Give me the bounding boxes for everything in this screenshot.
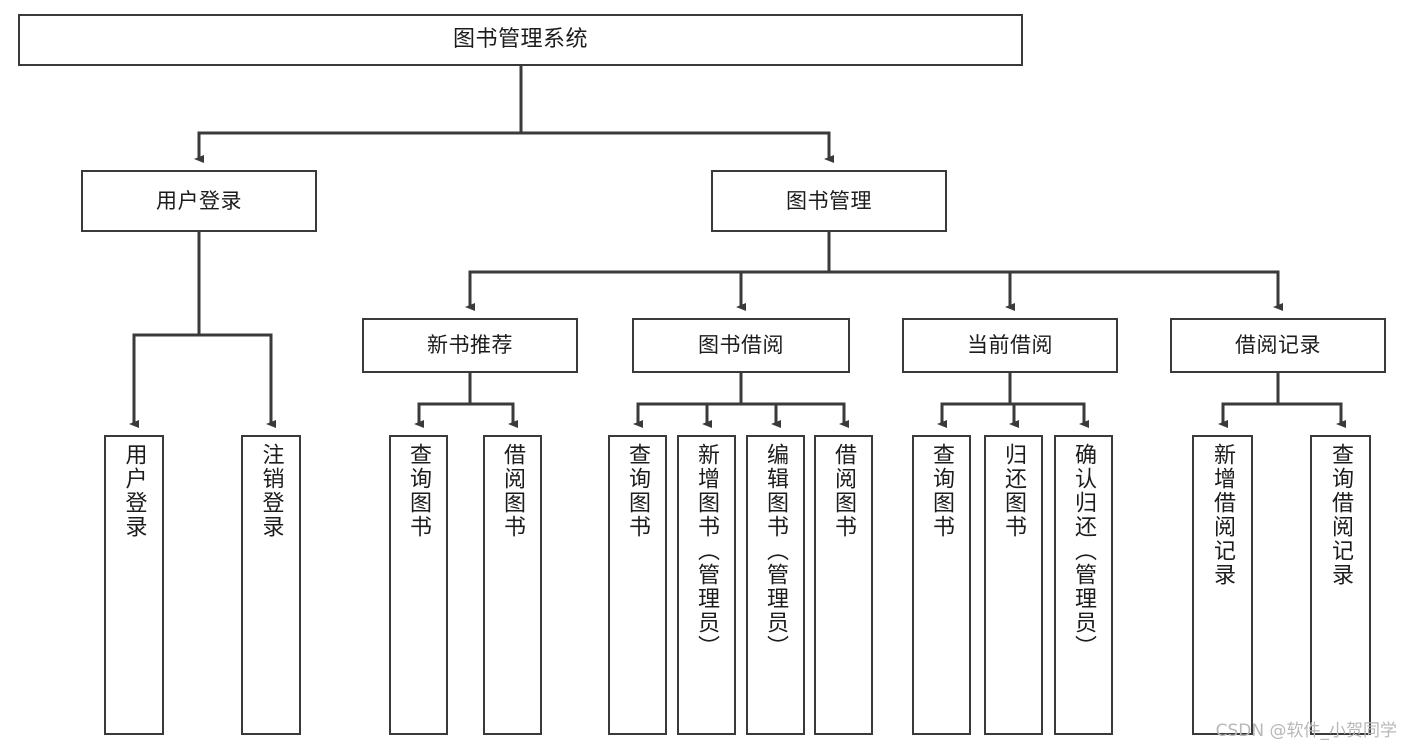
connector-book_manage-to-borrow_record	[827, 232, 1283, 311]
node-book_borrow: 图书借阅	[632, 318, 850, 373]
connector-book_manage-to-new_book_rec	[465, 232, 831, 311]
connector-book_manage-to-current_borrow	[827, 232, 1015, 311]
connector-new_book_rec-to-leaf_borrow_1	[468, 373, 518, 428]
node-leaf_add_book: 新增图书（管理员）	[677, 435, 736, 735]
node-user_login: 用户登录	[81, 170, 317, 232]
node-leaf_q_book_2: 查询图书	[608, 435, 667, 735]
node-label: 注销登录	[258, 443, 284, 539]
connector-current_borrow-to-leaf_q_book_3	[937, 373, 1012, 428]
node-leaf_add_rec: 新增借阅记录	[1192, 435, 1253, 735]
node-leaf_cfm_return: 确认归还（管理员）	[1054, 435, 1113, 735]
connector-new_book_rec-to-leaf_q_book_1	[414, 373, 472, 428]
connector-user_login-to-leaf_user_login	[129, 232, 201, 428]
node-leaf_q_book_1: 查询图书	[389, 435, 448, 735]
node-leaf_logout: 注销登录	[241, 435, 301, 735]
node-label: 借阅图书	[831, 443, 857, 539]
node-label: 查询图书	[625, 443, 651, 539]
node-leaf_borrow_2: 借阅图书	[814, 435, 873, 735]
node-label: 新书推荐	[427, 333, 513, 358]
node-label: 查询借阅记录	[1328, 443, 1354, 587]
connector-book_manage-to-book_borrow	[736, 232, 831, 311]
node-label: 当前借阅	[967, 333, 1053, 358]
node-label: 图书借阅	[698, 333, 784, 358]
connector-book_borrow-to-leaf_add_book	[702, 373, 743, 428]
node-label: 新增借阅记录	[1210, 443, 1236, 587]
connector-book_borrow-to-leaf_borrow_2	[739, 373, 849, 428]
connector-book_borrow-to-leaf_edit_book	[739, 373, 781, 428]
edge-layer	[129, 66, 1346, 428]
node-label: 借阅记录	[1235, 333, 1321, 358]
connector-current_borrow-to-leaf_cfm_return	[1008, 373, 1089, 428]
connector-root-to-user_login	[194, 66, 523, 163]
node-label: 用户登录	[121, 443, 147, 539]
node-new_book_rec: 新书推荐	[362, 318, 578, 373]
node-label: 用户登录	[156, 188, 242, 213]
node-book_manage: 图书管理	[711, 170, 947, 232]
node-leaf_q_rec: 查询借阅记录	[1310, 435, 1371, 735]
node-label: 借阅图书	[500, 443, 526, 539]
node-borrow_record: 借阅记录	[1170, 318, 1386, 373]
node-leaf_borrow_1: 借阅图书	[483, 435, 542, 735]
node-label: 归还图书	[1001, 443, 1027, 539]
node-leaf_user_login: 用户登录	[104, 435, 164, 735]
node-label: 查询图书	[406, 443, 432, 539]
connector-root-to-book_manage	[519, 66, 834, 163]
node-root: 图书管理系统	[18, 14, 1023, 66]
node-label: 查询图书	[929, 443, 955, 539]
node-leaf_edit_book: 编辑图书（管理员）	[746, 435, 805, 735]
node-label: 确认归还（管理员）	[1071, 443, 1097, 659]
connector-book_borrow-to-leaf_q_book_2	[633, 373, 743, 428]
node-label: 图书管理系统	[452, 27, 588, 53]
node-current_borrow: 当前借阅	[902, 318, 1118, 373]
node-label: 新增图书（管理员）	[694, 443, 720, 659]
node-leaf_return: 归还图书	[984, 435, 1043, 735]
node-label: 编辑图书（管理员）	[763, 443, 789, 659]
connector-borrow_record-to-leaf_q_rec	[1276, 373, 1346, 428]
node-leaf_q_book_3: 查询图书	[912, 435, 971, 735]
connector-user_login-to-leaf_logout	[197, 232, 276, 428]
node-label: 图书管理	[786, 188, 872, 213]
connector-borrow_record-to-leaf_add_rec	[1218, 373, 1280, 428]
